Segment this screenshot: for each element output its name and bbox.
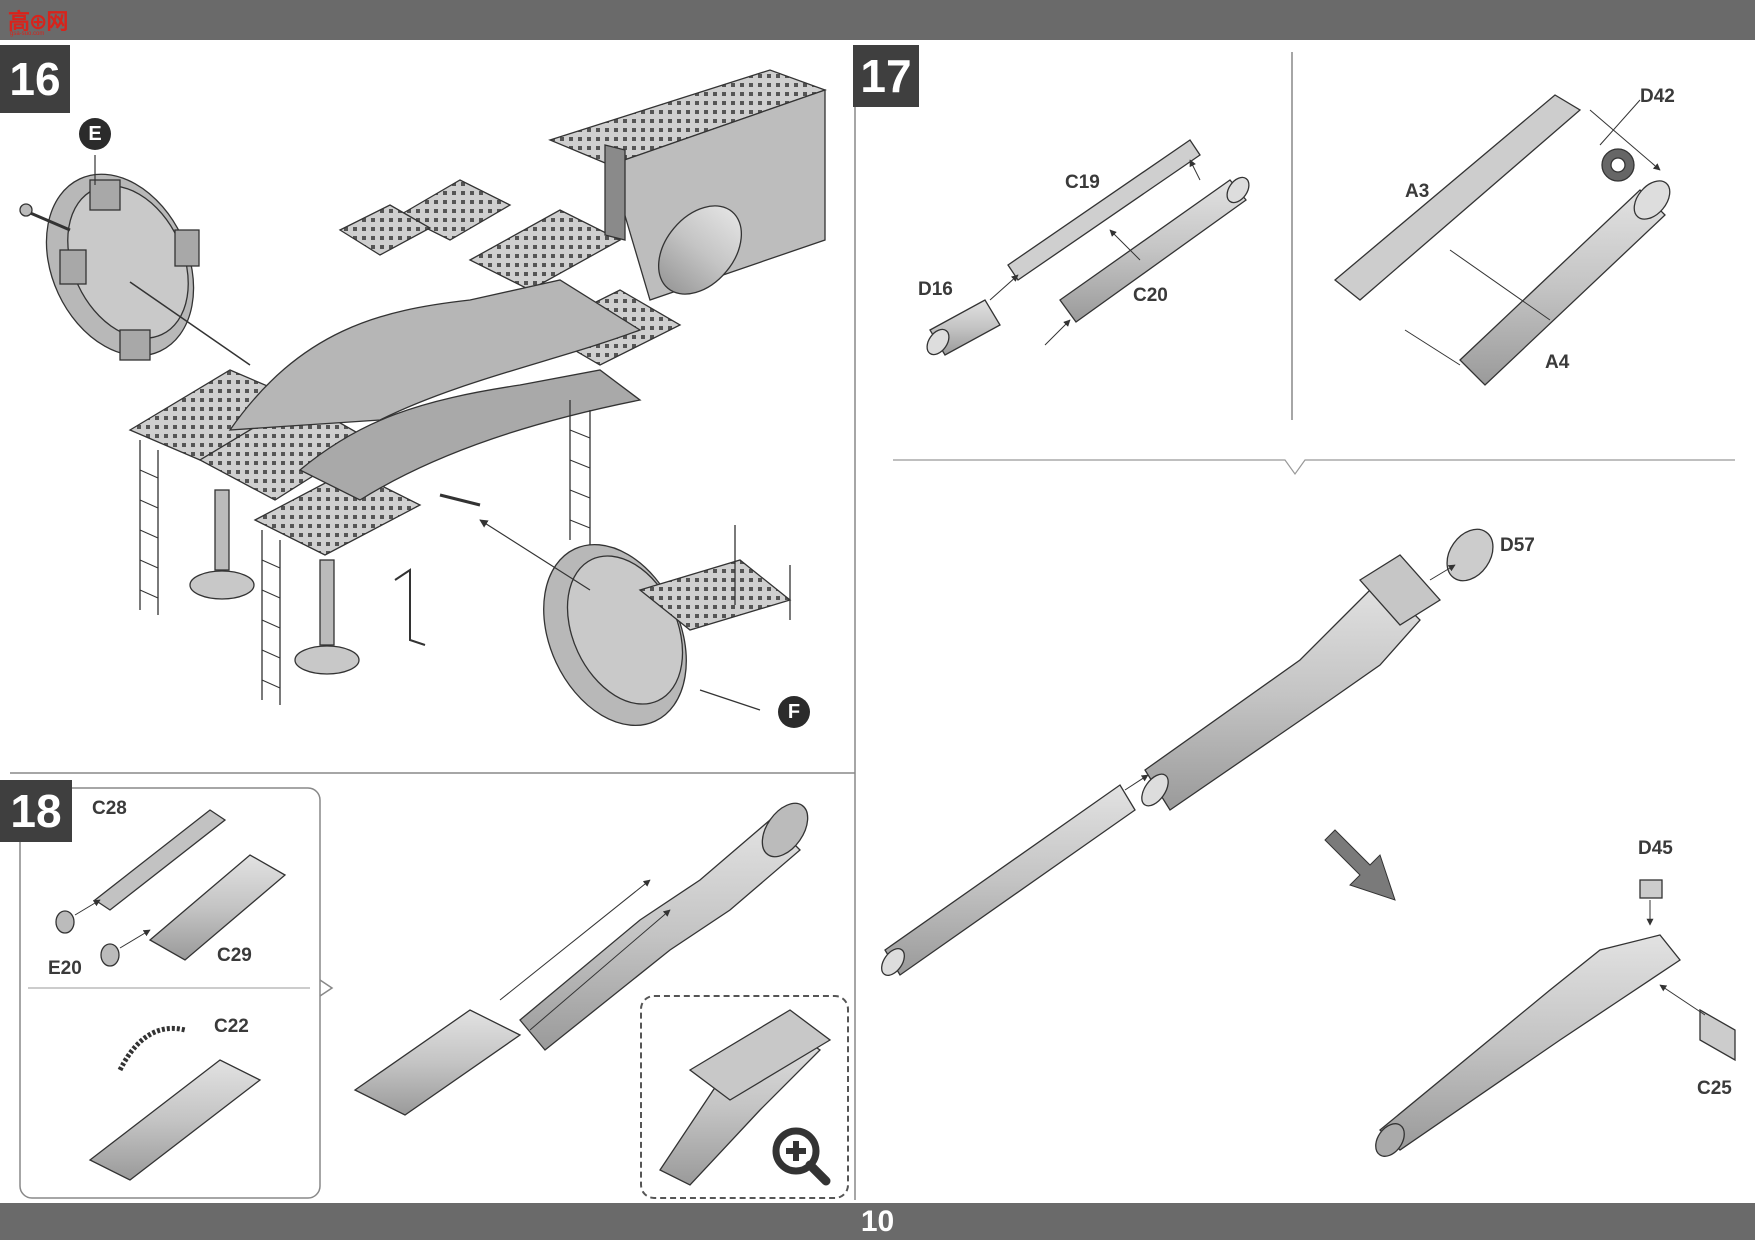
- step18-parts-b: [88, 1025, 262, 1181]
- callout-f: F: [778, 696, 810, 728]
- zoom-detail-box: [640, 995, 849, 1199]
- diagonal-arrow-icon: [1324, 829, 1396, 901]
- step18-subbox: [19, 787, 321, 1199]
- divider-17-bottom: [893, 459, 1735, 476]
- part-d42: D42: [1640, 86, 1675, 107]
- page-number: 10: [860, 1204, 895, 1238]
- magnify-plus-icon: [772, 1127, 831, 1186]
- step17-breech-halves: [1333, 94, 1671, 386]
- step17-barrel-sleeve: [926, 139, 1250, 356]
- site-logo: 高⊕网 gsa-suo.com: [6, 4, 68, 38]
- step16-chassis: [128, 69, 827, 705]
- wheel-f: [439, 493, 792, 727]
- part-d57: D57: [1500, 535, 1535, 556]
- step18-parts-a: [55, 809, 287, 967]
- part-c22: C22: [214, 1016, 249, 1037]
- step17-breech-detail: [1375, 879, 1736, 1157]
- callout-e: E: [79, 118, 111, 150]
- part-d45: D45: [1638, 838, 1673, 859]
- step18-assembly: [353, 802, 809, 1116]
- part-c19: C19: [1065, 172, 1100, 193]
- part-d16: D16: [918, 279, 953, 300]
- logo-subtext: gsa-suo.com: [10, 31, 45, 37]
- step-16-badge: 16: [0, 45, 70, 113]
- logo-text: 高⊕网: [8, 10, 68, 35]
- step17-barrel-assembly: [881, 528, 1494, 976]
- wheel-e: [19, 155, 251, 366]
- step18-zoom-detail: [659, 1009, 832, 1186]
- step-18-badge: 18: [0, 780, 72, 842]
- part-a4: A4: [1545, 352, 1570, 373]
- bottom-bar: 10: [0, 1203, 1755, 1240]
- step-17-badge: 17: [853, 45, 919, 107]
- part-c20: C20: [1133, 285, 1168, 306]
- top-bar: [0, 0, 1755, 40]
- part-e20: E20: [48, 958, 82, 979]
- part-c25: C25: [1697, 1078, 1732, 1099]
- part-c29: C29: [217, 945, 252, 966]
- part-a3: A3: [1405, 181, 1430, 202]
- part-c28: C28: [92, 798, 127, 819]
